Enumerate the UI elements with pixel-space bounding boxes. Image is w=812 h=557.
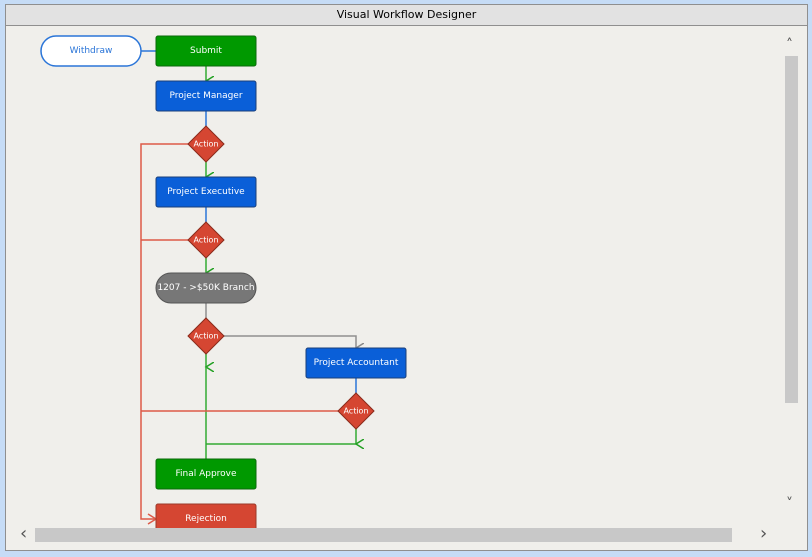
project-executive-node[interactable]: Project Executive — [155, 176, 257, 208]
project-manager-label: Project Manager — [169, 91, 242, 101]
action-diamond-3[interactable]: Action — [187, 317, 225, 355]
withdraw-node[interactable]: Withdraw — [40, 35, 142, 67]
project-manager-node[interactable]: Project Manager — [155, 80, 257, 112]
window-title: Visual Workflow Designer — [6, 5, 807, 26]
action-diamond-1[interactable]: Action — [187, 125, 225, 163]
rejection-label: Rejection — [185, 514, 227, 524]
workflow-designer-window: Visual Workflow Designer — [5, 4, 808, 551]
action-diamond-2[interactable]: Action — [187, 221, 225, 259]
action-label: Action — [193, 236, 218, 245]
branch-node[interactable]: 1207 - >$50K Branch — [155, 272, 257, 304]
submit-node[interactable]: Submit — [155, 35, 257, 67]
scroll-right-icon[interactable]: › — [760, 523, 768, 544]
action-label: Action — [193, 140, 218, 149]
action-label: Action — [343, 407, 368, 416]
project-accountant-node[interactable]: Project Accountant — [305, 347, 407, 379]
project-executive-label: Project Executive — [167, 187, 245, 197]
final-approve-node[interactable]: Final Approve — [155, 458, 257, 490]
reject-connector — [140, 143, 188, 520]
rejection-node[interactable]: Rejection — [155, 503, 257, 536]
vertical-scrollbar[interactable]: ˄ ˅ — [783, 35, 799, 515]
final-approve-label: Final Approve — [175, 469, 237, 479]
horizontal-scrollbar[interactable]: ‹ › — [14, 523, 784, 544]
withdraw-label: Withdraw — [70, 46, 113, 56]
scroll-left-icon[interactable]: ‹ — [20, 523, 28, 544]
scroll-up-icon[interactable]: ˄ — [786, 37, 793, 53]
vertical-scroll-thumb[interactable] — [785, 56, 798, 403]
scroll-down-icon[interactable]: ˅ — [786, 496, 793, 512]
horizontal-scroll-thumb[interactable] — [35, 528, 732, 542]
project-accountant-label: Project Accountant — [314, 358, 399, 368]
branch-label: 1207 - >$50K Branch — [157, 283, 254, 293]
action-label: Action — [193, 332, 218, 341]
action-diamond-4[interactable]: Action — [337, 392, 375, 430]
connector — [224, 335, 356, 348]
submit-label: Submit — [190, 46, 222, 56]
